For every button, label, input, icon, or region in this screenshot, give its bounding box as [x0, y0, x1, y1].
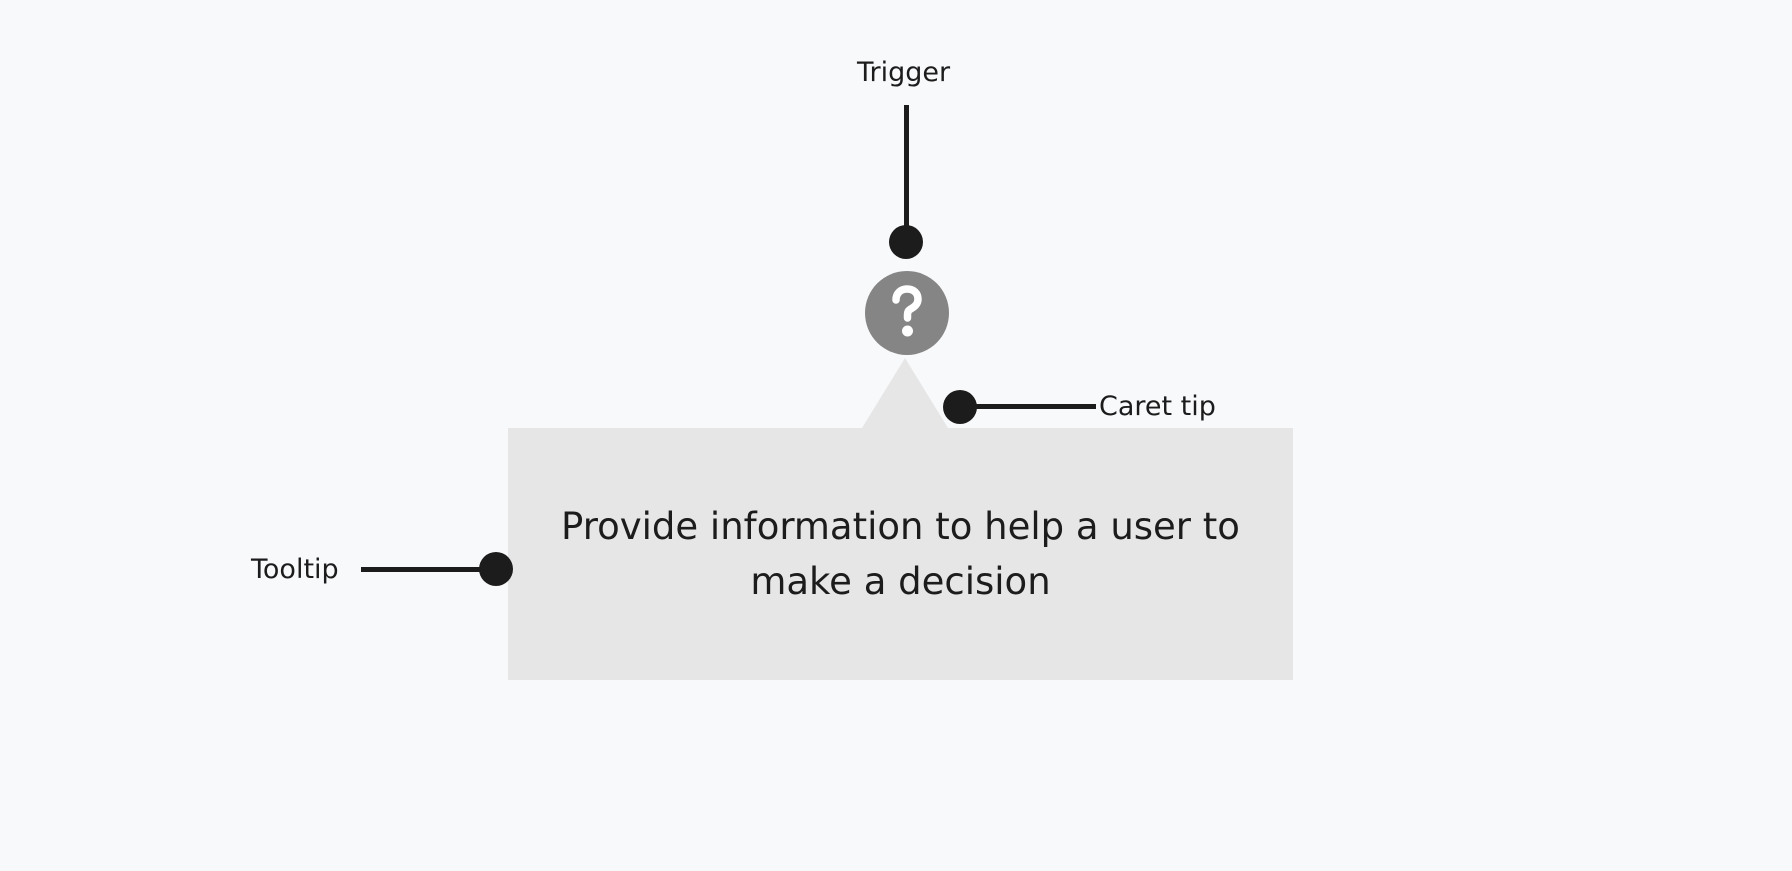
tooltip-text: Provide information to help a user to ma… — [561, 505, 1240, 603]
trigger-annotation-line — [904, 105, 909, 229]
caret-tip-annotation-line — [960, 404, 1096, 409]
tooltip-caret — [862, 358, 948, 428]
trigger-annotation-dot — [889, 225, 923, 259]
tooltip-trigger-button[interactable] — [865, 271, 949, 355]
tooltip-box: Provide information to help a user to ma… — [508, 428, 1293, 680]
trigger-annotation-label: Trigger — [857, 57, 951, 88]
tooltip-annotation-label: Tooltip — [251, 554, 339, 585]
question-mark-icon — [892, 285, 922, 337]
caret-tip-annotation-label: Caret tip — [1099, 391, 1216, 422]
tooltip-annotation-line — [361, 567, 496, 572]
tooltip-annotation-dot — [479, 552, 513, 586]
